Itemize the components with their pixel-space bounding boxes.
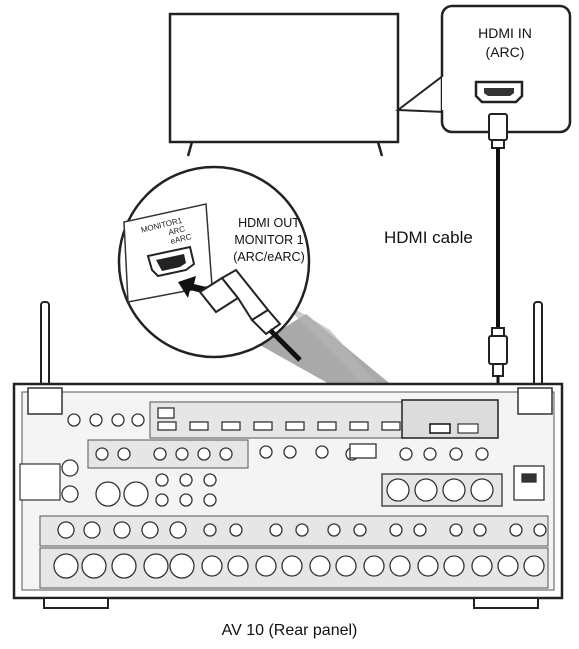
tv: [168, 12, 400, 157]
receiver-port-label-line3: (ARC/eARC): [233, 250, 305, 264]
zoom-circle: [117, 165, 311, 362]
hdmi-cable: [470, 113, 508, 426]
receiver-port-label: HDMI OUT MONITOR 1 (ARC/eARC): [214, 215, 324, 266]
hdmi-input-ports: [157, 421, 401, 431]
receiver-port-label-line2: MONITOR 1: [234, 233, 304, 247]
tv-port-label-line2: (ARC): [485, 44, 525, 60]
tv-port-label-line1: HDMI IN: [478, 25, 532, 41]
tv-port-label: HDMI IN (ARC): [444, 24, 566, 62]
hdmi-port-icon: [474, 80, 524, 104]
receiver: [12, 301, 564, 609]
caption: AV 10 (Rear panel): [221, 622, 358, 639]
receiver-port-label-line1: HDMI OUT: [238, 216, 300, 230]
cable-label: HDMI cable: [384, 228, 473, 247]
